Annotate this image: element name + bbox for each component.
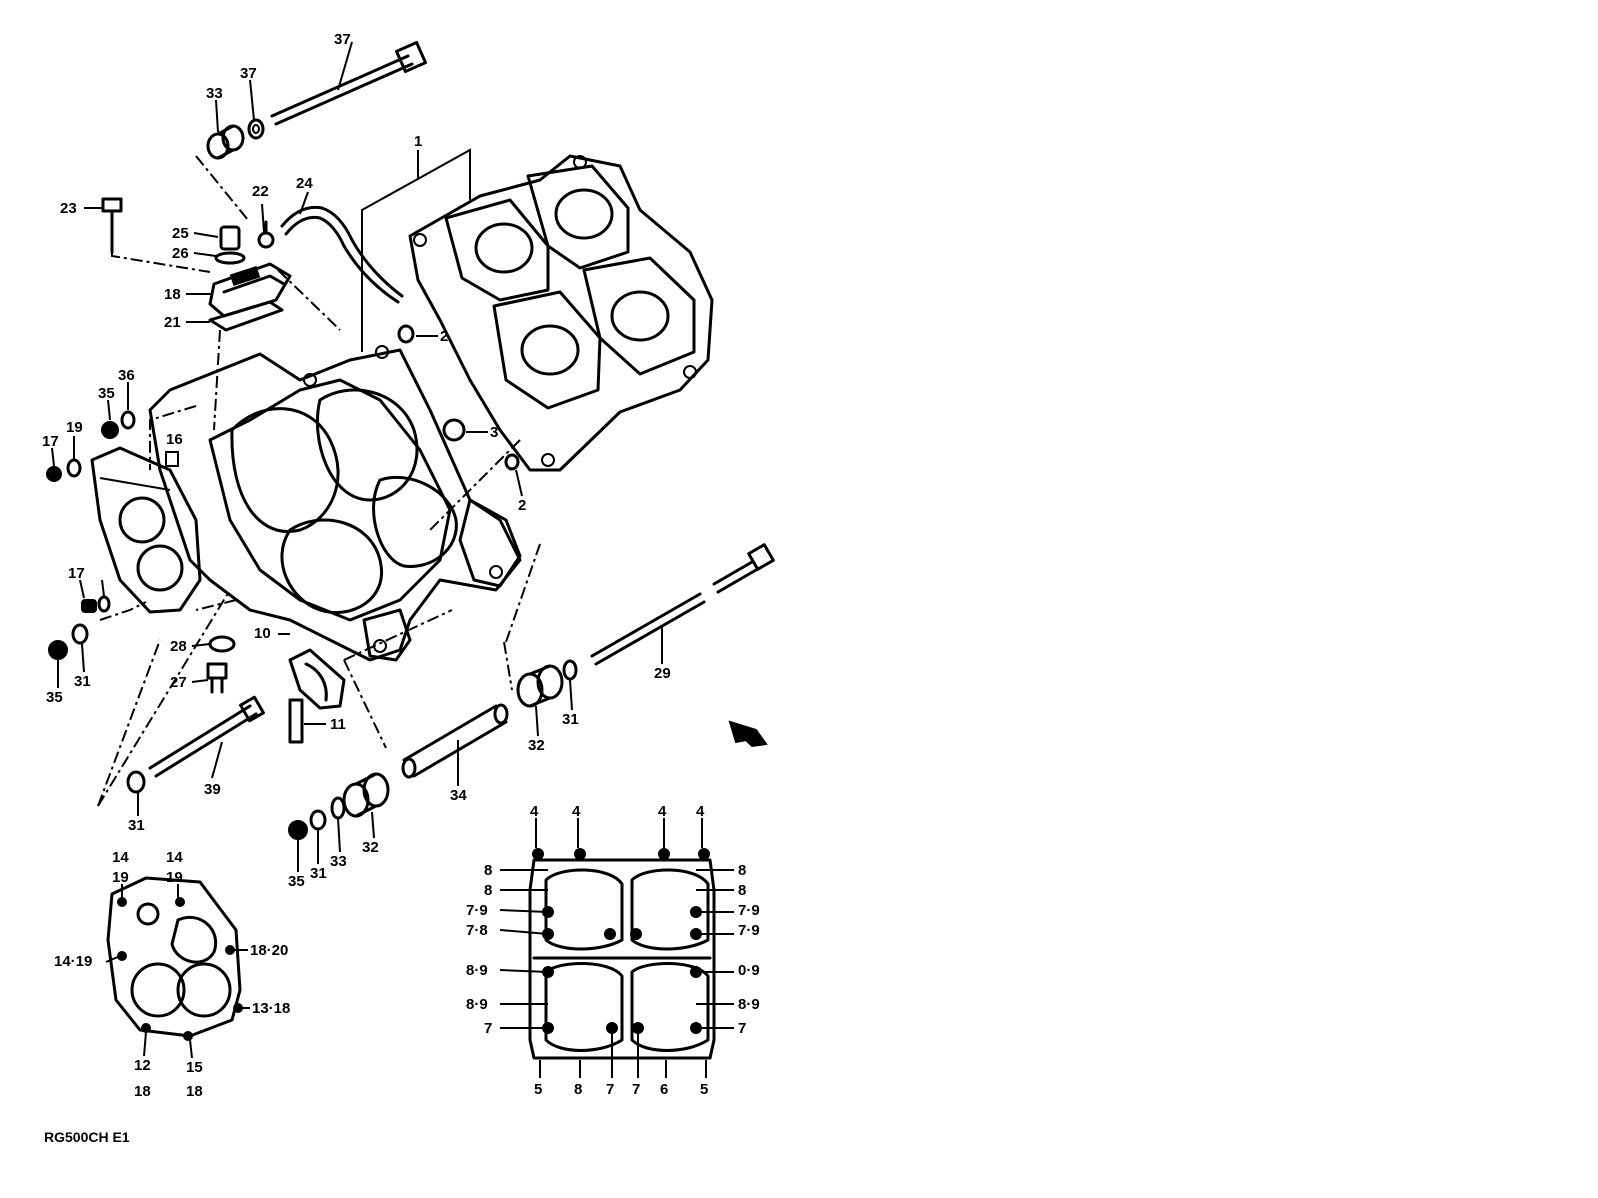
drain-bolt-28-29-drawing	[206, 635, 236, 694]
callout-21: 18	[164, 286, 181, 303]
cover-callout-13-18: 13·18	[252, 1000, 290, 1017]
callout-2-top: 2	[440, 328, 448, 345]
callout-28: 27	[170, 674, 187, 691]
bolt-callout-10: 7·9	[738, 902, 760, 919]
cover-callout-12: 12	[134, 1057, 151, 1074]
callout-37-top: 37	[240, 65, 257, 82]
cover-inset-drawing	[106, 876, 243, 1041]
lower-crankcase-drawing	[148, 345, 522, 662]
breather-fittings-drawing	[214, 220, 275, 265]
sleeve-nut-33-top-drawing	[206, 118, 265, 160]
bolt-inset-numbers: 4 4 4 4 8 8 8 8 7·9 7·9 7·8 7·9 8·9 0·9 …	[466, 803, 760, 1098]
callout-numbers: 37 37 33 1 24 22 23 25 26 18 21 2 36 35 …	[42, 31, 671, 890]
callout-32-right: 32	[528, 737, 545, 754]
callout-24: 23	[60, 200, 77, 217]
callout-19-top: 19	[66, 419, 83, 436]
cover-callout-19b: 19	[166, 869, 183, 886]
cover-inset-numbers: 14 19 14 19 18·20 14·19 13·18 12 18 15 1…	[54, 849, 290, 1100]
upper-crankcase-1-drawing	[408, 154, 714, 472]
sleeve-33-drawing	[401, 703, 509, 786]
callout-31-bottom: 31	[128, 817, 145, 834]
callout-31-stack: 31	[310, 865, 327, 882]
bolt-callout-20: 8	[574, 1081, 582, 1098]
callout-31-right: 31	[562, 711, 579, 728]
callout-32-bottom: 32	[362, 839, 379, 856]
bearing-cap-10-drawing	[288, 648, 346, 744]
callout-29: 28	[170, 638, 187, 655]
bolt-callout-24: 5	[700, 1081, 708, 1098]
callout-1: 1	[414, 133, 422, 150]
cover-callout-18b: 18	[186, 1083, 203, 1100]
bolt-callout-7: 8	[484, 882, 492, 899]
bolt-callout-12: 7·9	[738, 922, 760, 939]
cover-callout-15: 15	[186, 1059, 203, 1076]
bolt-callout-13: 8·9	[466, 962, 488, 979]
callout-17-low: 17	[68, 565, 85, 582]
cover-callout-14-19: 14·19	[54, 953, 92, 970]
nut-32-right-drawing	[516, 659, 578, 708]
stud-30-drawing	[590, 543, 775, 666]
bolt-callout-19: 5	[534, 1081, 542, 1098]
cover-callout-14b: 14	[166, 849, 183, 866]
callout-10: 10	[254, 625, 271, 642]
callout-35-low: 35	[46, 689, 63, 706]
bolt-callout-9: 7·9	[466, 902, 488, 919]
bolt-callout-3: 4	[658, 803, 667, 820]
bolt-callout-4: 4	[696, 803, 705, 820]
bolt-layout-inset-drawing	[499, 818, 734, 1078]
small-fasteners-left-drawing	[46, 410, 136, 660]
cover-callout-18-20: 18·20	[250, 942, 288, 959]
diagram-code: RG500CH E1	[44, 1129, 130, 1145]
bolt-callout-17: 7	[484, 1020, 492, 1037]
callout-3: 3	[490, 424, 498, 441]
dowels-and-seal-drawing	[397, 324, 520, 471]
callout-16: 16	[166, 431, 183, 448]
cover-callout-18a: 18	[134, 1083, 151, 1100]
bolt-callout-1: 4	[530, 803, 539, 820]
cover-callout-19a: 19	[112, 869, 129, 886]
side-cover-16-drawing	[90, 446, 202, 614]
callout-33-top: 33	[206, 85, 223, 102]
bolt-callout-15: 8·9	[466, 996, 488, 1013]
callout-31-low: 31	[74, 673, 91, 690]
breather-cover-21-drawing	[208, 262, 292, 431]
bolt-callout-21: 7	[606, 1081, 614, 1098]
cover-callout-14a: 14	[112, 849, 129, 866]
bolt-callout-6: 8	[738, 862, 746, 879]
callout-25: 24	[296, 175, 313, 192]
stud-39-drawing	[126, 695, 265, 794]
bolt-callout-2: 4	[572, 803, 581, 820]
bolt-24-drawing	[101, 197, 211, 273]
callout-39: 39	[204, 781, 221, 798]
bolt-callout-11: 7·8	[466, 922, 488, 939]
bolt-callout-8: 8	[738, 882, 746, 899]
callout-22: 22	[252, 183, 269, 200]
callout-2-mid: 2	[518, 497, 526, 514]
hose-25-drawing	[280, 205, 404, 304]
bolt-callout-5: 8	[484, 862, 492, 879]
callout-26: 25	[172, 225, 189, 242]
callout-17-top: 17	[42, 433, 59, 450]
bolt-callout-23: 6	[660, 1081, 668, 1098]
callout-27: 26	[172, 245, 189, 262]
bolt-callout-22: 7	[632, 1081, 640, 1098]
callout-leaders	[51, 79, 573, 1059]
callout-36: 37	[334, 31, 351, 48]
callout-34: 33	[330, 853, 347, 870]
callout-35-mid: 35	[98, 385, 115, 402]
callout-30: 29	[654, 665, 671, 682]
callout-23: 21	[164, 314, 181, 331]
callout-33-low: 34	[450, 787, 467, 804]
callout-35-bottom: 35	[288, 873, 305, 890]
bolt-callout-14: 0·9	[738, 962, 760, 979]
bolt-callout-18: 7	[738, 1020, 746, 1037]
callout-11: 11	[330, 716, 346, 733]
stud-bolt-36-drawing	[270, 40, 428, 126]
callout-37-mid: 36	[118, 367, 135, 384]
bolt-callout-16: 8·9	[738, 996, 760, 1013]
front-arrow-icon	[728, 720, 768, 748]
